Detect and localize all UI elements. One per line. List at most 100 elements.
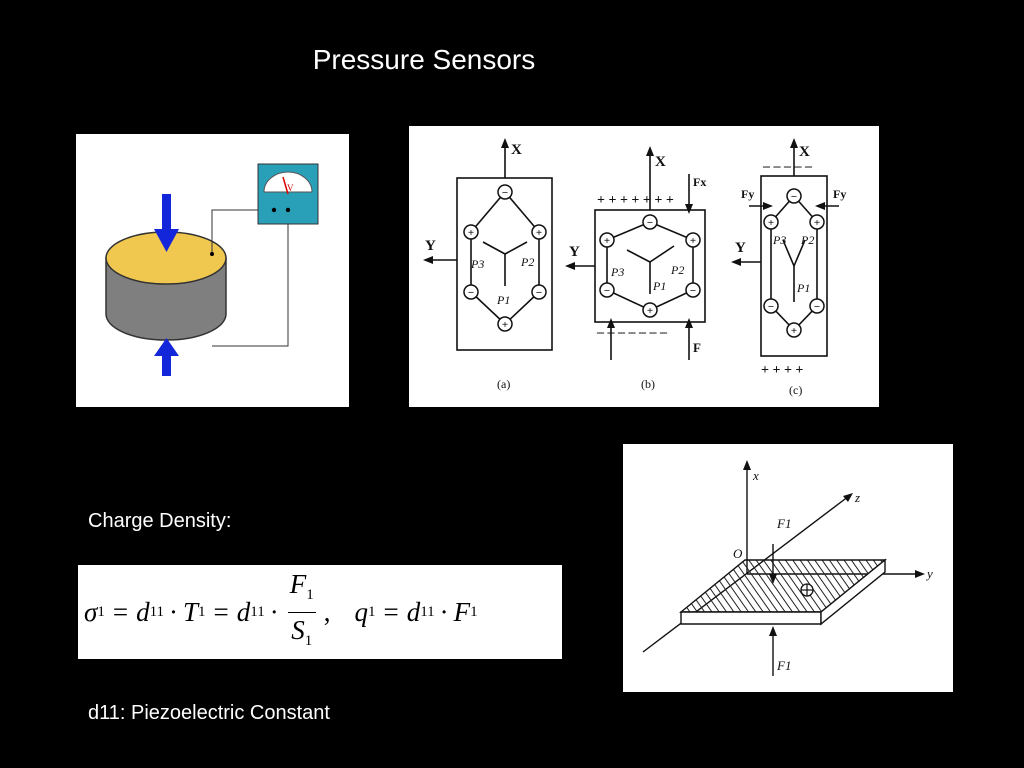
svg-text:+: + [791, 325, 797, 337]
ion-a-ur [531, 224, 547, 240]
arrowhead-a-y [423, 256, 433, 264]
charge-density-label: Charge Density: [88, 510, 232, 532]
piezo-disk-svg: V [105, 163, 319, 376]
crystal-a-p3-label: P3 [470, 257, 484, 271]
arrowhead-c-fy-right [815, 202, 825, 210]
crystal-c-fy-left-label: Fy [741, 187, 754, 201]
arrowhead-b-y [565, 262, 575, 270]
eq-sigma: σ [84, 596, 98, 627]
crystal-b-p3 [626, 249, 651, 263]
ion-c-lr [809, 298, 825, 314]
crystal-c-x-label: X [799, 144, 810, 160]
ion-a-lr [531, 284, 547, 300]
wire-bottom [212, 210, 289, 347]
svg-text:−: − [791, 191, 797, 203]
crystal-polarization-diagram: −+ −+ −+ −+ −+ −+ −+ −+ −+ + + + + + + +… [409, 126, 879, 407]
arrowhead-a-x [501, 138, 509, 148]
plate-svg: x z y O F1 F1 [642, 460, 933, 676]
crystal-b-p1-label: P1 [652, 279, 666, 293]
meter-terminal-right [285, 207, 291, 213]
arrowhead-b-f-bottom-left [607, 318, 615, 328]
svg-text:−: − [502, 187, 508, 199]
svg-text:+: + [468, 227, 474, 239]
bottom-arrow-shaft [162, 354, 171, 376]
crystal-b-p3-label: P3 [610, 265, 624, 279]
force-bottom-label: F1 [776, 658, 791, 673]
svg-text:– – – – –: – – – – – [762, 159, 813, 174]
svg-text:−: − [536, 287, 542, 299]
caption-a: (a) [497, 377, 510, 391]
crystal-c-y-label: Y [735, 240, 746, 256]
slide-title: Pressure Sensors [312, 44, 536, 75]
piezo-disk-diagram: V [76, 134, 349, 407]
crystal-c-hexagon [770, 194, 818, 332]
eq-d: d [136, 596, 150, 627]
crystal-c-p3-label: P3 [772, 233, 786, 247]
crystal-c-p2 [793, 239, 806, 267]
crystal-b-fx-label: Fx [693, 175, 706, 189]
plate-origin-label: O [733, 546, 743, 561]
crystal-c-p2-label: P2 [800, 233, 814, 247]
wire-top [211, 209, 274, 254]
ion-c-ur [809, 214, 825, 230]
svg-text:+ + + + + + +: + + + + + + + [597, 193, 674, 208]
arrowhead-c-y [731, 258, 741, 266]
arrowhead-b-x [646, 146, 654, 156]
crystal-a-p2-label: P2 [520, 255, 534, 269]
top-arrow-shaft [162, 194, 171, 236]
plate-side [820, 558, 886, 626]
arrowhead-c-fy-left [763, 202, 773, 210]
plate-front [680, 611, 822, 625]
crystal-b-x-label: X [655, 154, 666, 170]
ion-b-ll [599, 282, 615, 298]
caption-b: (b) [641, 377, 655, 391]
ion-b-ur [685, 232, 701, 248]
svg-text:+: + [536, 227, 542, 239]
crystal-a-p1-label: P1 [496, 293, 510, 307]
piezoelectric-constant-label: d11: Piezoelectric Constant [88, 702, 330, 724]
svg-text:−: − [768, 301, 774, 313]
meter-needle [282, 176, 289, 195]
crystal-a-y-label: Y [425, 238, 436, 254]
crystal-svg: −+ −+ −+ −+ −+ −+ −+ −+ −+ + + + + + + +… [423, 138, 846, 397]
crystal-c-p1-label: P1 [796, 281, 810, 295]
electrode-dot [210, 252, 214, 256]
top-arrow-head [154, 229, 179, 252]
piezo-plate-diagram: x z y O F1 F1 [623, 444, 953, 692]
ion-c-ll [763, 298, 779, 314]
crystal-a-p3 [482, 241, 506, 255]
ion-a-ul [463, 224, 479, 240]
crystal-b-p2 [649, 245, 675, 263]
bottom-arrow-head [154, 338, 179, 356]
force-top-label: F1 [776, 516, 791, 531]
crystal-b-p2-label: P2 [670, 263, 684, 277]
ion-a-ll [463, 284, 479, 300]
svg-text:+: + [768, 217, 774, 229]
svg-text:+: + [690, 235, 696, 247]
svg-text:−: − [604, 285, 610, 297]
eq-t: T [183, 596, 199, 627]
caption-c: (c) [789, 383, 802, 397]
ion-a-bottom [497, 316, 513, 332]
ion-b-ul [599, 232, 615, 248]
meter-dial [263, 171, 313, 193]
ion-c-ul [763, 214, 779, 230]
ion-b-lr [685, 282, 701, 298]
svg-text:– – – – – – –: – – – – – – – [596, 325, 668, 340]
ion-b-bottom [642, 302, 658, 318]
arrowhead-b-f-bottom [685, 318, 693, 328]
svg-text:+: + [647, 305, 653, 317]
svg-text:−: − [690, 285, 696, 297]
ion-b-top [642, 214, 658, 230]
eq-q: q [354, 596, 368, 627]
plate-z-label: z [854, 490, 860, 505]
svg-text:−: − [468, 287, 474, 299]
crystal-a-p2 [504, 241, 528, 255]
eq-fraction: F1 S1 [287, 568, 316, 649]
svg-text:+: + [502, 319, 508, 331]
svg-text:−: − [647, 217, 653, 229]
arrowhead-b-f-top [685, 204, 693, 214]
crystal-c-p3 [782, 239, 795, 267]
